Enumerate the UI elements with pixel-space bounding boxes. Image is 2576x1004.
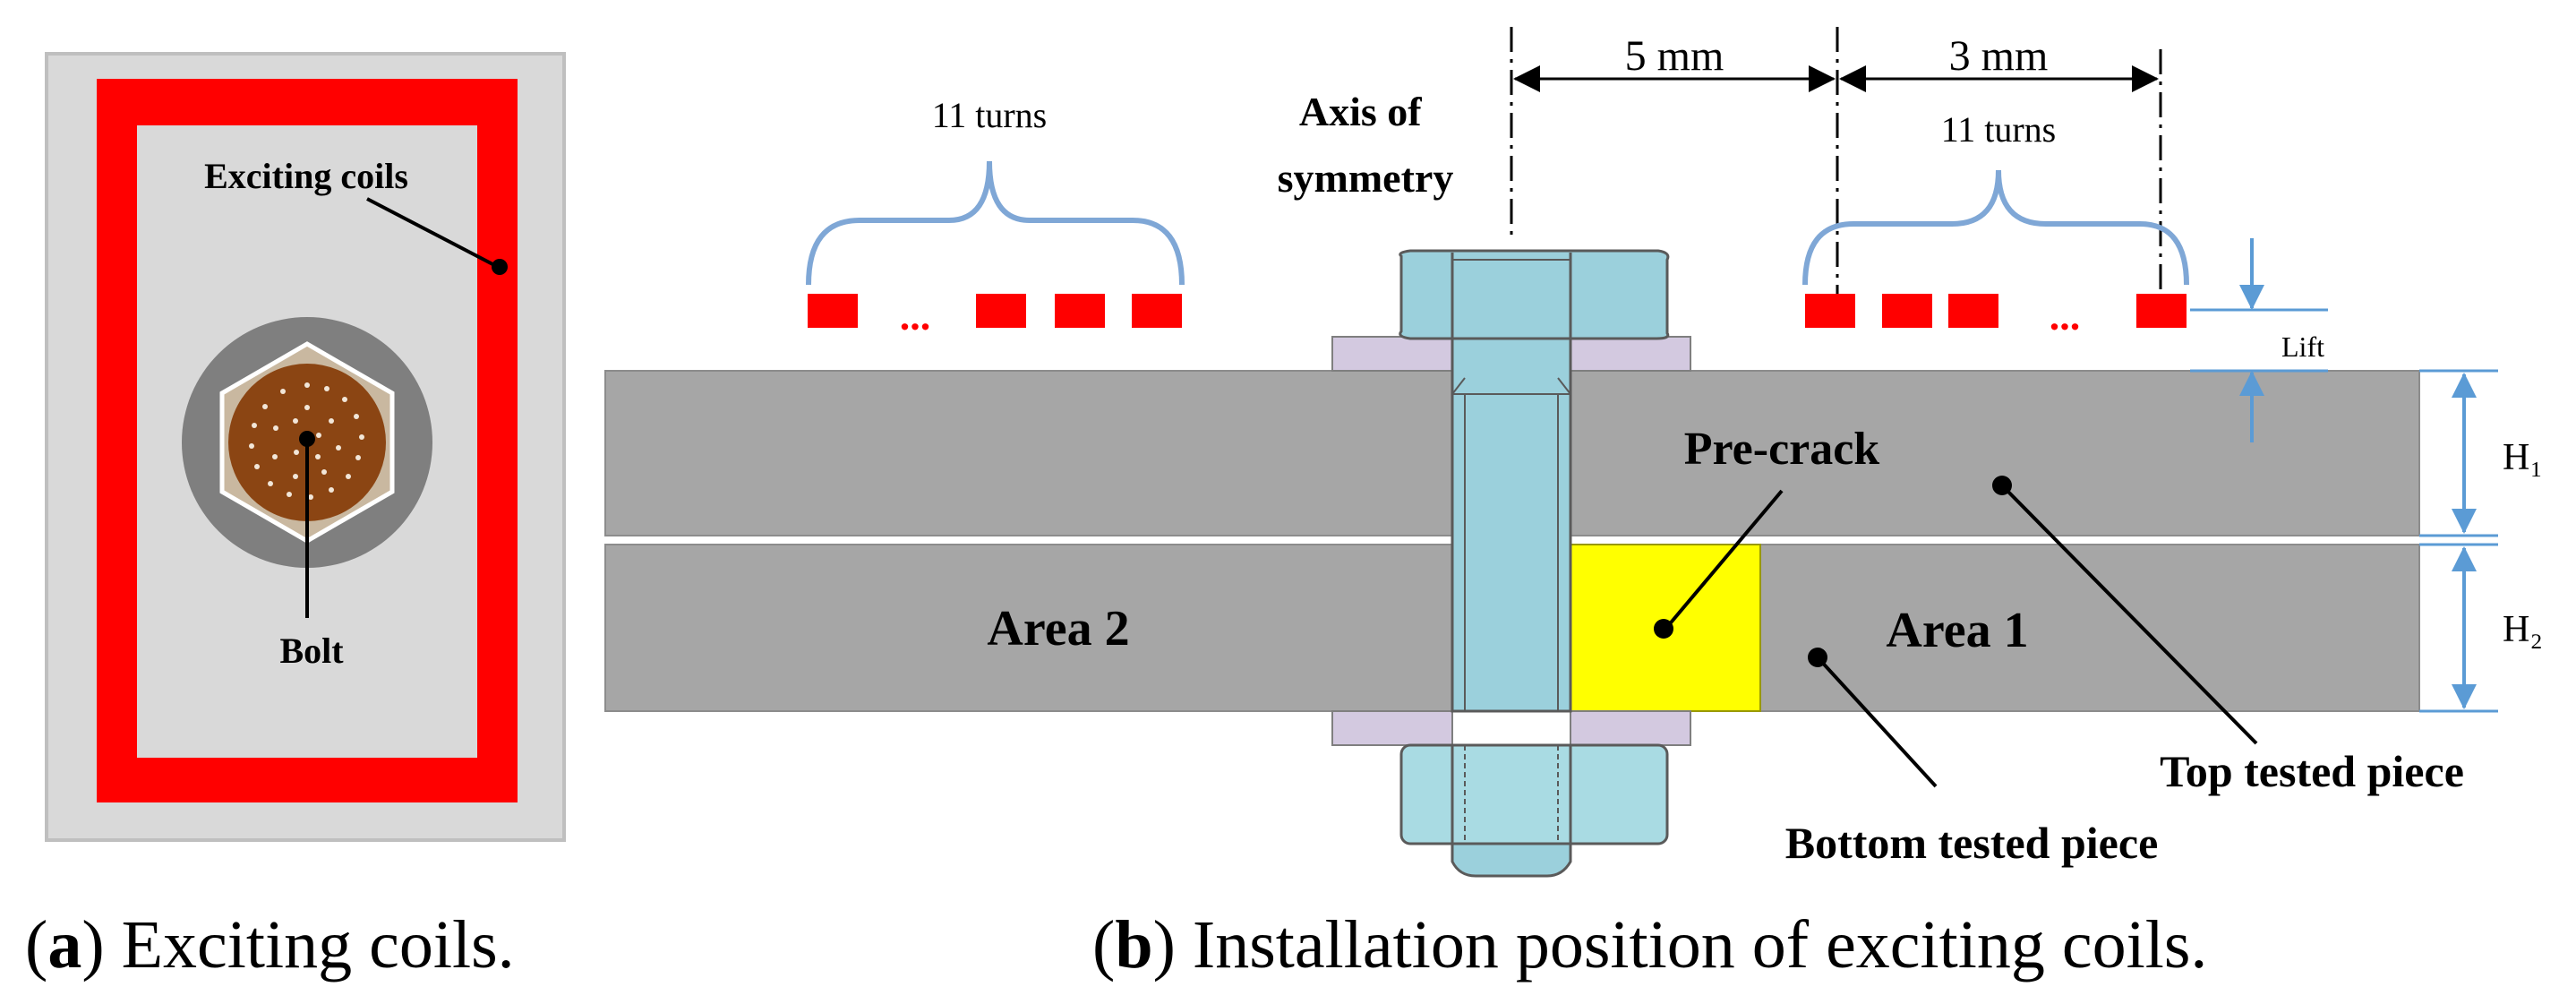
top-washer-left: [1331, 336, 1453, 372]
bolt-thread-dots: [249, 382, 364, 500]
hex-bolt-head-icon: [1399, 249, 1670, 340]
turns-left-label: 11 turns: [932, 95, 1048, 135]
top-tested-piece-label: Top tested piece: [2160, 746, 2464, 796]
coil-turn-right: [1805, 294, 1855, 328]
dim-5mm-label: 5 mm: [1625, 32, 1724, 80]
h2-label: H₂: [2503, 609, 2543, 650]
exciting-coils-label: Exciting coils: [204, 156, 408, 196]
top-piece-leader-line: [2000, 484, 2258, 745]
ellipsis-right: ...: [2050, 293, 2081, 339]
bolt-shank: [1451, 337, 1572, 713]
coil-turn-left: [976, 294, 1026, 328]
pre-crack-label: Pre-crack: [1684, 424, 1880, 475]
area-2-label: Area 2: [987, 601, 1129, 656]
panel-a-caption: (a) Exciting coils.: [25, 907, 515, 983]
dim-3mm-label: 3 mm: [1949, 32, 2049, 80]
panel-b-caption: (b) Installation position of exciting co…: [1092, 907, 2207, 983]
bottom-washer-right: [1570, 710, 1691, 746]
bottom-washer-left: [1331, 710, 1453, 746]
pre-crack-leader-line: [1665, 489, 1784, 629]
bottom-piece-leader-line: [1816, 656, 1938, 788]
ellipsis-left: ...: [900, 293, 931, 339]
top-washer-right: [1570, 336, 1691, 372]
brace-icon: [1802, 169, 2189, 286]
turns-right-label: 11 turns: [1941, 109, 2057, 150]
exciting-coils-leader-dot: [492, 259, 508, 275]
bolt-tip: [1451, 842, 1572, 878]
area-1-label: Area 1: [1886, 603, 2028, 658]
bottom-tested-piece-label: Bottom tested piece: [1785, 818, 2159, 868]
bolt-label: Bolt: [279, 631, 344, 671]
brace-icon: [806, 160, 1185, 286]
hex-nut: [1399, 743, 1669, 845]
coil-turn-right: [1948, 294, 1998, 328]
panel-a: Bolt Exciting coils (a) Exciting coils.: [25, 52, 566, 983]
coil-turn-left: [1055, 294, 1105, 328]
exciting-coils-leader-line: [366, 197, 499, 269]
coil-turn-right: [2136, 294, 2187, 328]
bolt-chamfer: [1557, 377, 1571, 395]
coil-turn-left: [808, 294, 858, 328]
coil-turn-left: [1132, 294, 1182, 328]
pre-crack-leader-dot: [1654, 619, 1673, 639]
axis-of-symmetry-label: Axis of symmetry: [1278, 89, 1454, 201]
lift-label: Lift: [2281, 330, 2324, 363]
panel-b: Axis of symmetry 5 mm 3 mm 11 turns ... …: [604, 27, 2543, 983]
bolt-chamfer: [1451, 377, 1466, 395]
h1-label: H₁: [2503, 437, 2543, 478]
coil-turn-right: [1882, 294, 1932, 328]
